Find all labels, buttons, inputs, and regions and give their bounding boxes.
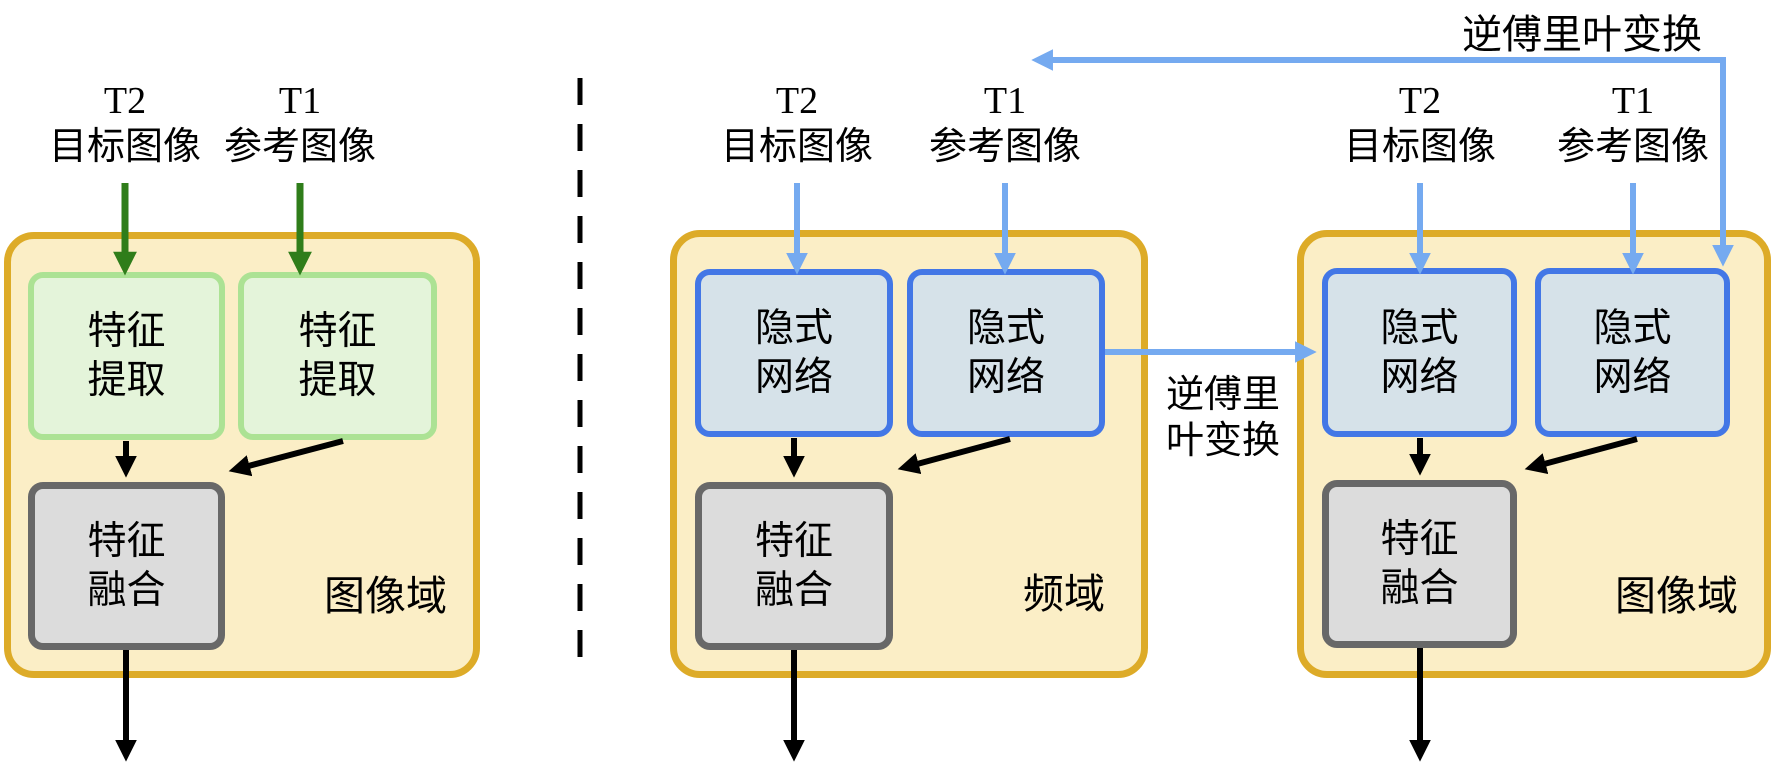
left-feature-fusion-box: 特征 融合 <box>28 482 225 650</box>
middle-t1-input-label: T1 参考图像 <box>895 78 1115 170</box>
middle-t2-input-label: T2 目标图像 <box>687 78 907 170</box>
left-t2-name: 目标图像 <box>48 126 201 168</box>
right-feature-fusion-line2: 融合 <box>1380 567 1459 610</box>
right-domain-label: 图像域 <box>1615 573 1738 619</box>
right-implicit-network-box-t2: 隐式 网络 <box>1322 268 1517 437</box>
right-t1-name: 参考图像 <box>1556 126 1709 168</box>
feature-extract-box-t1-line2: 提取 <box>298 359 377 402</box>
right-t2-name: 目标图像 <box>1343 126 1496 168</box>
right-feature-fusion-box: 特征 融合 <box>1322 480 1517 648</box>
ifft-top-label: 逆傅里叶变换 <box>1462 12 1702 57</box>
middle-implicit-t2-line2: 网络 <box>754 356 833 399</box>
feature-extract-box-t2: 特征 提取 <box>28 272 225 440</box>
middle-implicit-t2-line1: 隐式 <box>754 307 833 350</box>
right-implicit-t2-line2: 网络 <box>1380 355 1459 399</box>
right-t1-tag: T1 <box>1611 80 1655 122</box>
left-t1-name: 参考图像 <box>223 126 376 168</box>
right-feature-fusion-line1: 特征 <box>1380 518 1459 561</box>
middle-implicit-network-box-t2: 隐式 网络 <box>695 269 893 437</box>
feature-extract-box-t2-line1: 特征 <box>87 310 166 353</box>
middle-t2-tag: T2 <box>775 80 819 122</box>
right-implicit-t1-line1: 隐式 <box>1593 306 1672 350</box>
right-implicit-t2-line1: 隐式 <box>1380 306 1459 350</box>
middle-feature-fusion-line1: 特征 <box>754 520 833 563</box>
ifft-mid-label: 逆傅里 叶变换 <box>1148 372 1298 464</box>
middle-t1-tag: T1 <box>983 80 1027 122</box>
left-t2-tag: T2 <box>103 80 147 122</box>
ifft-mid-label-line1: 逆傅里 <box>1165 374 1280 416</box>
left-feature-fusion-line1: 特征 <box>87 520 166 563</box>
middle-feature-fusion-box: 特征 融合 <box>695 482 893 650</box>
middle-implicit-t1-line2: 网络 <box>966 356 1045 399</box>
right-t2-input-label: T2 目标图像 <box>1310 78 1530 170</box>
left-feature-fusion-line2: 融合 <box>87 569 166 612</box>
middle-t1-name: 参考图像 <box>928 126 1081 168</box>
middle-implicit-t1-line1: 隐式 <box>966 307 1045 350</box>
left-t2-input-label: T2 目标图像 <box>15 78 235 170</box>
feature-extract-box-t1: 特征 提取 <box>238 272 437 440</box>
right-t1-input-label: T1 参考图像 <box>1523 78 1743 170</box>
middle-t2-name: 目标图像 <box>720 126 873 168</box>
left-t1-input-label: T1 参考图像 <box>190 78 410 170</box>
middle-domain-label: 频域 <box>1023 571 1105 617</box>
middle-implicit-network-box-t1: 隐式 网络 <box>907 269 1105 437</box>
ifft-mid-label-line2: 叶变换 <box>1165 420 1280 462</box>
left-domain-label: 图像域 <box>324 573 447 619</box>
middle-feature-fusion-line2: 融合 <box>754 569 833 612</box>
feature-extract-box-t1-line1: 特征 <box>298 310 377 353</box>
left-t1-tag: T1 <box>278 80 322 122</box>
right-t2-tag: T2 <box>1398 80 1442 122</box>
right-implicit-network-box-t1: 隐式 网络 <box>1535 268 1730 437</box>
right-implicit-t1-line2: 网络 <box>1593 355 1672 399</box>
feature-extract-box-t2-line2: 提取 <box>87 359 166 402</box>
